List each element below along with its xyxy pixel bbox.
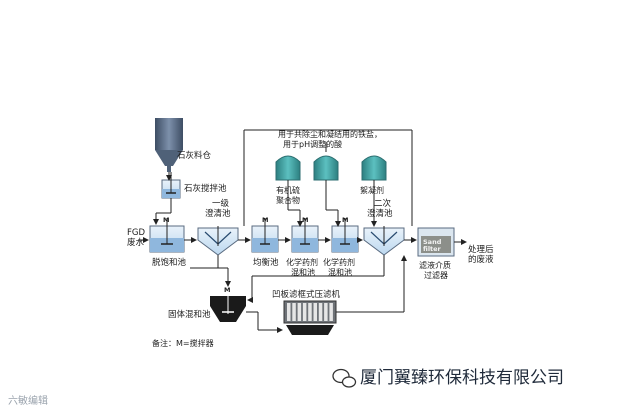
sand-text-2: filter [423, 245, 442, 253]
chem-mix-1-label: 化学药剂 混和池 [286, 257, 321, 277]
sand-text-1: Sand [423, 238, 442, 246]
organosulfur-label: 有机硫 聚合物 [276, 185, 303, 205]
solids-mix-label: 固体混和池 [168, 309, 211, 320]
coagulant-label: 絮凝剂 [360, 185, 384, 195]
treated-line-1: 处理后 [468, 244, 494, 255]
first-clarifier-line-2: 澄清池 [205, 208, 231, 219]
chem-mix-2-line-2: 混和池 [328, 267, 352, 277]
second-clarifier-label: 二次 澄清池 [367, 198, 394, 219]
mixer-mark: M [224, 286, 230, 294]
press-plate [308, 303, 312, 321]
sand-filter-text: Sand filter [423, 238, 444, 253]
lime-silo-label: 石灰料仓 [177, 150, 212, 161]
mixer-mark: M [342, 216, 348, 224]
press-plate [313, 303, 317, 321]
chem-mix-2-line-1: 化学药剂 [323, 257, 355, 267]
first-clarifier-label: 一级 澄清池 [205, 198, 232, 219]
press-plate [329, 303, 333, 321]
filter-press [283, 300, 337, 335]
watermark-corner: 六敏编辑 [8, 394, 48, 407]
first-clarifier [197, 226, 239, 262]
media-filter: Sand filter [417, 227, 455, 257]
acid-tank [313, 155, 339, 181]
iron-salt-note: 用于共除尘和凝结用的铁盐， 用于pH调整的酸 [278, 129, 385, 149]
equalization-tank: M [251, 216, 279, 253]
chemical-mix-tank-2: M [331, 216, 359, 253]
solids-mix-tank: M [210, 286, 246, 322]
first-clarifier-line-1: 一级 [212, 198, 230, 209]
press-plate [302, 303, 307, 321]
chem-mix-1-line-1: 化学药剂 [286, 257, 318, 267]
iron-salt-line-2: 用于pH调整的酸 [283, 139, 342, 149]
mixer-mark: M [302, 216, 308, 224]
second-clarifier-line-2: 澄清池 [367, 208, 393, 219]
lime-silo [155, 118, 183, 172]
chemical-mix-tank-1: M [291, 216, 319, 253]
legend-note: 备注：M=搅拌器 [152, 338, 214, 348]
press-plates [287, 303, 333, 321]
mixer-mark: M [262, 216, 268, 224]
second-clarifier [363, 226, 405, 256]
press-plate [324, 303, 328, 321]
treated-wastewater-label: 处理后 的废液 [468, 244, 496, 265]
iron-salt-line-1: 用于共除尘和凝结用的铁盐， [278, 129, 382, 139]
wechat-icon [332, 368, 357, 388]
desaturation-tank: M [149, 216, 185, 253]
media-filter-label: 滤液介质 过滤器 [419, 260, 454, 280]
filter-press-label: 凹板滤框式压滤机 [272, 289, 341, 300]
chem-mix-2-label: 化学药剂 混和池 [323, 257, 358, 277]
press-plate [292, 303, 296, 321]
coagulant-tank [361, 155, 387, 181]
mixer-mark: M [163, 216, 169, 224]
chem-mix-1-line-2: 混和池 [291, 267, 315, 277]
lime-mix-tank [161, 172, 181, 199]
press-plate [287, 303, 291, 321]
organosulfur-tank [275, 155, 301, 181]
equalization-label: 均衡池 [253, 257, 279, 268]
media-filter-line-2: 过滤器 [424, 270, 448, 280]
desat-tank-label: 脱饱和池 [152, 257, 187, 268]
watermark-company: 厦门翼臻环保科技有限公司 [360, 368, 564, 388]
second-clarifier-line-1: 二次 [374, 198, 392, 209]
lime-mix-tank-label: 石灰搅拌池 [184, 183, 227, 194]
treated-line-2: 的废液 [468, 254, 494, 265]
press-plate [297, 303, 302, 321]
fgd-line-2: 废水 [127, 237, 145, 248]
fgd-wastewater-label: FGD 废水 [127, 228, 148, 248]
fgd-line-1: FGD [127, 228, 145, 238]
media-filter-line-1: 滤液介质 [419, 260, 451, 270]
press-plate [318, 303, 323, 321]
